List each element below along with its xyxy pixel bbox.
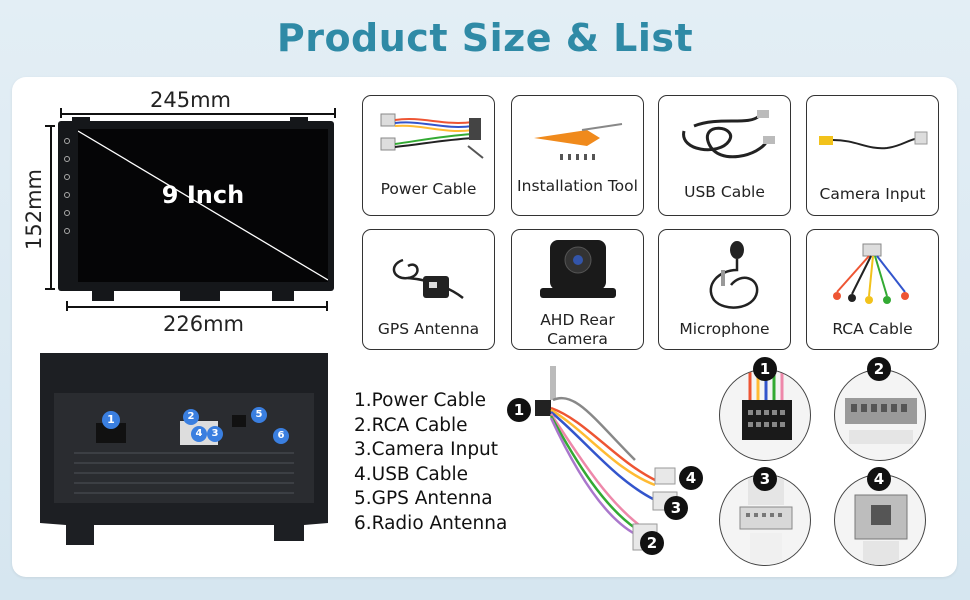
accessory-label: Installation Tool — [517, 177, 638, 195]
microphone-icon — [709, 241, 759, 309]
port-list-item: 3.Camera Input — [354, 439, 499, 461]
accessory-label: USB Cable — [684, 183, 765, 201]
tick — [45, 288, 55, 290]
width-bottom-line — [66, 306, 328, 308]
width-top-line — [60, 113, 336, 115]
connector-4-image — [834, 474, 926, 566]
port-list-item: 2.RCA Cable — [354, 414, 468, 436]
head-unit-back — [34, 353, 333, 545]
tick — [60, 108, 62, 118]
connector-badge: 4 — [867, 467, 891, 491]
tick — [45, 125, 55, 127]
accessory-card-installation-tool: Installation Tool — [511, 95, 644, 216]
wiring-harness-image — [535, 366, 678, 551]
page-title: Product Size & List — [276, 16, 694, 60]
connector-badge: 2 — [867, 357, 891, 381]
rear-camera-icon — [540, 240, 616, 298]
port-list-item: 5.GPS Antenna — [354, 488, 493, 510]
usb-cable-icon — [682, 110, 775, 159]
connector-badge: 1 — [753, 357, 777, 381]
back-badge: 4 — [191, 426, 207, 442]
accessory-card-microphone: Microphone — [658, 229, 791, 350]
accessory-card-power-cable: Power Cable — [362, 95, 495, 216]
screen-size-label: 9 Inch — [161, 181, 245, 209]
screen-diagonal — [78, 130, 328, 281]
camera-input-icon — [819, 131, 928, 150]
width-top-label: 245mm — [150, 88, 231, 112]
back-badge: 2 — [183, 409, 199, 425]
side-buttons — [64, 138, 74, 246]
installation-tool-icon — [534, 123, 623, 160]
back-badge: 5 — [251, 407, 267, 423]
tick — [66, 301, 68, 311]
gps-antenna-icon — [392, 258, 464, 299]
connector-2-image — [834, 369, 926, 461]
height-label: 152mm — [22, 169, 46, 250]
accessory-card-gps-antenna: GPS Antenna — [362, 229, 495, 350]
harness-badge: 2 — [640, 531, 664, 555]
accessory-label: AHD Rear Camera — [540, 311, 615, 348]
top-bracket — [290, 117, 308, 123]
bottom-bracket — [92, 289, 114, 301]
top-bracket — [72, 117, 90, 123]
accessory-label: RCA Cable — [832, 320, 913, 338]
connector-1-image — [719, 369, 811, 461]
back-badge: 3 — [207, 426, 223, 442]
accessory-label: Power Cable — [380, 180, 477, 198]
rca-cable-icon — [833, 243, 909, 304]
tick — [334, 108, 336, 118]
connector-badge: 3 — [753, 467, 777, 491]
screen: 9 Inch — [78, 129, 328, 282]
bottom-bracket — [272, 289, 294, 301]
width-bottom-label: 226mm — [163, 312, 244, 336]
back-badge: 6 — [273, 428, 289, 444]
port-list: 1.Power Cable 2.RCA Cable 3.Camera Input… — [354, 389, 507, 537]
port-list-item: 6.Radio Antenna — [354, 512, 508, 534]
port-list-item: 4.USB Cable — [354, 463, 469, 485]
power-cable-icon — [380, 113, 484, 159]
harness-badge: 4 — [679, 466, 703, 490]
accessory-card-camera-input: Camera Input — [806, 95, 939, 216]
tick — [326, 301, 328, 311]
accessory-card-usb-cable: USB Cable — [658, 95, 791, 216]
harness-badge: 3 — [664, 496, 688, 520]
harness-badge: 1 — [507, 398, 531, 422]
accessory-label: Microphone — [679, 320, 770, 338]
height-line — [50, 125, 52, 289]
port-list-item: 1.Power Cable — [354, 390, 486, 411]
accessory-card-rca-cable: RCA Cable — [806, 229, 939, 350]
bottom-bracket — [180, 289, 220, 301]
accessory-card-rear-camera: AHD Rear Camera — [511, 229, 644, 350]
accessory-label: Camera Input — [819, 185, 926, 203]
back-badge: 1 — [102, 411, 120, 429]
accessory-label: GPS Antenna — [377, 320, 480, 338]
